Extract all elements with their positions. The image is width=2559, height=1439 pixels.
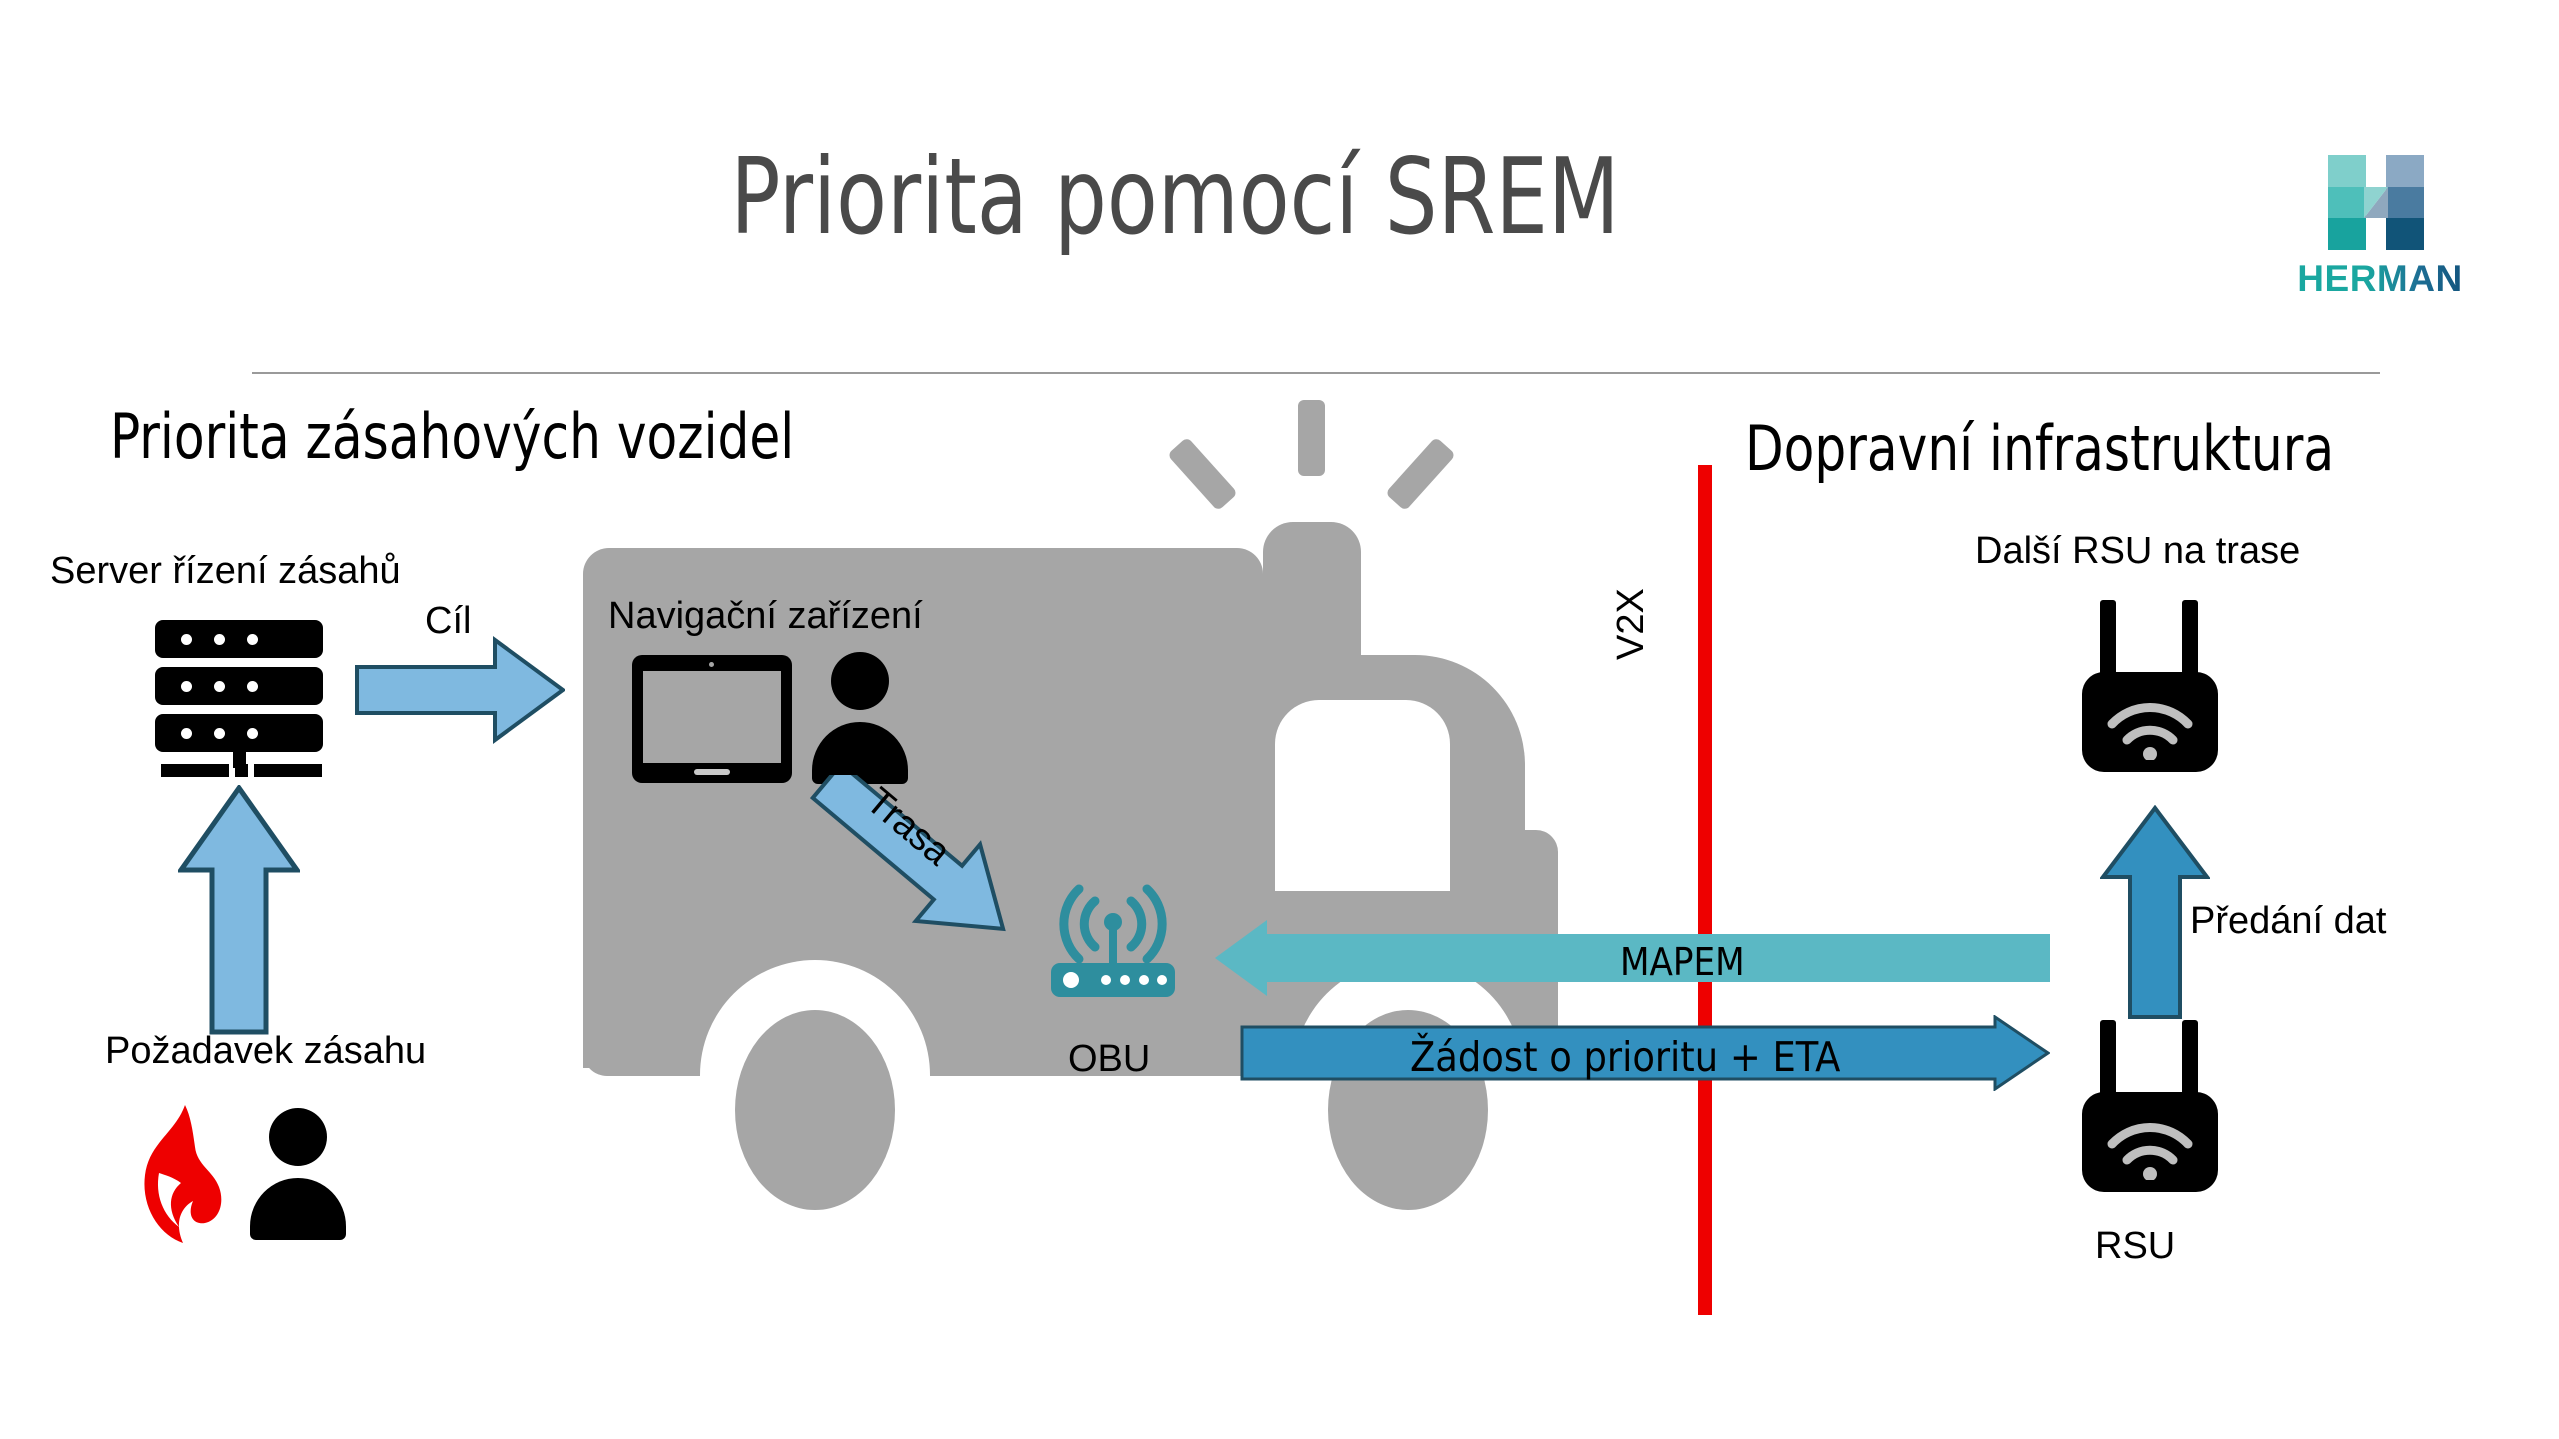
vehicle-window-sill [1275,855,1450,891]
server-base-left [161,764,229,777]
herman-logo: HERMAN [2290,155,2470,310]
herman-h-icon [2328,155,2424,250]
server-rack-icon [155,620,323,777]
data-transfer-arrow-icon [2100,805,2210,1019]
server-rack-unit [155,667,323,705]
heading-traffic-infrastructure: Dopravní infrastruktura [1745,412,2335,485]
rsu-label: RSU [2095,1225,2176,1267]
page-title: Priorita pomocí SREM [730,136,1620,258]
priority-request-label: Žádost o prioritu + ETA [1410,1033,1841,1081]
siren-beam-center-icon [1298,400,1325,476]
tablet-icon [632,655,792,783]
v2x-boundary-line [1698,465,1712,1315]
driver-person-icon [812,652,908,784]
v2x-label: V2X [1610,588,1652,660]
server-base-right [254,764,322,777]
obu-router-icon [1051,884,1175,997]
obu-label: OBU [1068,1038,1151,1080]
wheel-rear [735,1010,895,1210]
siren-beam-right-icon [1385,436,1456,512]
route-arrow-icon [809,775,1006,932]
server-rack-unit [155,714,323,752]
vehicle-window [1275,700,1450,882]
priority-request-arrow-icon [1240,1015,2050,1091]
siren-beam-left-icon [1167,436,1238,512]
siren-light-icon [1263,522,1361,662]
heading-priority-vehicles: Priorita zásahových vozidel [110,400,795,473]
next-rsu-label: Další RSU na trase [1975,530,2301,572]
next-rsu-router-icon [2074,600,2226,772]
mapem-arrow-icon [1215,920,2050,996]
server-base-center [235,764,248,777]
person-icon [250,1108,346,1240]
logo-wordmark: HERMAN [2290,258,2470,300]
request-label: Požadavek zásahu [105,1030,427,1072]
data-transfer-label: Předání dat [2190,900,2387,942]
server-label: Server řízení zásahů [50,550,401,592]
navigation-device-label: Navigační zařízení [608,595,923,637]
server-rack-unit [155,620,323,658]
goal-arrow-icon [355,636,565,744]
goal-arrow-label: Cíl [425,600,472,642]
request-arrow-icon [178,785,300,1035]
emergency-vehicle-illustration [575,400,1635,1320]
fire-icon [144,1105,222,1243]
title-divider-rule [252,372,2380,374]
rsu-router-icon [2074,1020,2226,1192]
server-stand [233,750,246,768]
mapem-label: MAPEM [1620,940,1745,984]
